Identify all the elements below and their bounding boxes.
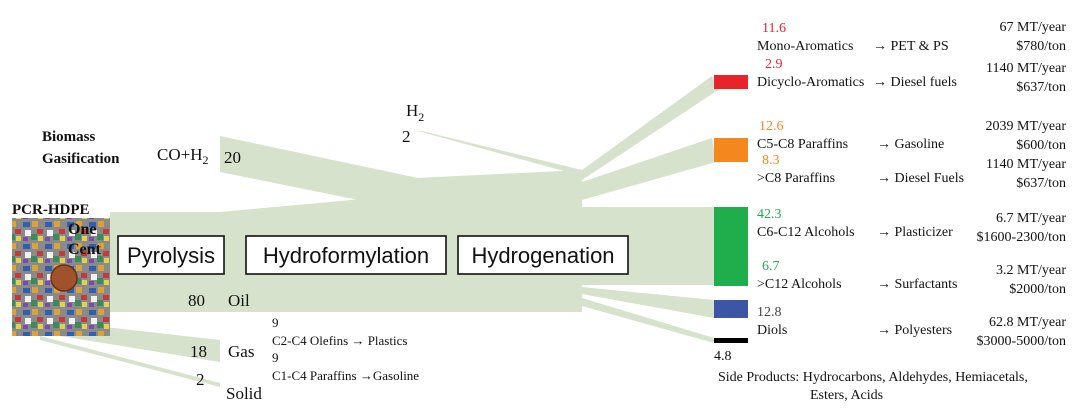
product-dicyclo-aromatics-name: Dicyclo-Aromatics — [757, 75, 864, 90]
product-c12-alcohols-value: 6.7 — [762, 259, 780, 274]
product-dicyclo-aromatics-market: 1140 MT/year — [986, 61, 1066, 76]
product-c12-alcohols-use: → Surfactants — [877, 277, 957, 292]
gas-paraffins-value: 9 — [272, 350, 279, 365]
coin-label-line1: One — [68, 221, 96, 238]
product-c6-c12-alcohols-value: 42.3 — [757, 207, 782, 222]
flow-syngas — [220, 136, 418, 212]
gas-label: Gas — [228, 342, 254, 361]
product-c5-c8-paraffins-market: 2039 MT/year — [986, 119, 1067, 134]
product-diols-use: → Polyesters — [877, 323, 952, 338]
gas-olefins-text: C2-C4 Olefins → Plastics — [272, 333, 407, 348]
bar-paraffins — [714, 138, 748, 162]
flow-to-aromatics — [582, 76, 718, 180]
process-hydroformylation: Hydroformylation — [245, 235, 447, 275]
flow-to-side-products — [582, 298, 714, 343]
process-pyrolysis: Pyrolysis — [117, 235, 225, 275]
flow-hydrogen — [418, 131, 582, 176]
bar-diols — [714, 300, 748, 318]
product-c6-c12-alcohols-market: 6.7 MT/year — [996, 211, 1066, 226]
product-bars — [714, 75, 748, 343]
one-cent-coin-icon — [50, 264, 78, 292]
oil-label: Oil — [228, 291, 250, 310]
process-hydroformylation-label: Hydroformylation — [263, 243, 429, 268]
process-hydrogenation: Hydrogenation — [457, 235, 629, 275]
product-mono-aromatics-use: → PET & PS — [873, 39, 949, 54]
gas-value: 18 — [190, 342, 207, 361]
flow-to-paraffins — [582, 138, 716, 200]
product-mono-aromatics-market: 67 MT/year — [1000, 20, 1067, 35]
hydrogen-label: H2 — [406, 101, 424, 124]
product-diols-market: 62.8 MT/year — [989, 315, 1066, 330]
biomass-label-line1: Biomass — [42, 129, 96, 145]
gas-paraffins-text: C1-C4 Paraffins →Gasoline — [272, 368, 419, 383]
product-c8-paraffins-price: $637/ton — [1016, 176, 1066, 191]
product-c6-c12-alcohols-price: $1600-2300/ton — [977, 230, 1066, 245]
product-c12-alcohols-name: >C12 Alcohols — [757, 277, 842, 292]
product-c5-c8-paraffins-use: → Gasoline — [877, 137, 944, 152]
product-c12-alcohols-market: 3.2 MT/year — [996, 263, 1066, 278]
bar-aromatics — [714, 75, 748, 89]
product-c8-paraffins-name: >C8 Paraffins — [757, 171, 835, 186]
product-c12-alcohols-price: $2000/ton — [1009, 282, 1066, 297]
flow-to-diols — [582, 287, 714, 318]
product-diols-price: $3000-5000/ton — [977, 334, 1066, 349]
product-c8-paraffins-value: 8.3 — [762, 153, 780, 168]
product-c5-c8-paraffins-price: $600/ton — [1016, 138, 1066, 153]
process-pyrolysis-label: Pyrolysis — [127, 243, 215, 268]
coin-label-line2: Cent — [68, 241, 102, 258]
product-diols-value: 12.8 — [757, 305, 782, 320]
product-c5-c8-paraffins-name: C5-C8 Paraffins — [757, 137, 848, 152]
side-products-line1: Side Products: Hydrocarbons, Aldehydes, … — [718, 370, 1028, 385]
product-c6-c12-alcohols-use: → Plasticizer — [877, 225, 953, 240]
bar-alcohols — [714, 207, 748, 286]
product-dicyclo-aromatics-price: $637/ton — [1016, 80, 1066, 95]
product-dicyclo-aromatics-use: → Diesel fuels — [873, 75, 957, 90]
product-mono-aromatics-price: $780/ton — [1016, 39, 1066, 54]
feedstock-label: PCR-HDPE — [12, 202, 90, 218]
syngas-value: 20 — [224, 148, 241, 167]
process-hydrogenation-label: Hydrogenation — [471, 243, 614, 268]
product-c5-c8-paraffins-value: 12.6 — [759, 119, 784, 134]
side-products-value: 4.8 — [714, 349, 732, 364]
product-c8-paraffins-use: → Diesel Fuels — [877, 171, 964, 186]
product-mono-aromatics-value: 11.6 — [762, 21, 786, 36]
syngas-stream-label: CO+H2 — [157, 145, 208, 167]
bar-side-products — [714, 338, 748, 343]
product-dicyclo-aromatics-value: 2.9 — [765, 57, 783, 72]
pcr-hdpe-photo — [12, 218, 110, 336]
oil-value: 80 — [188, 291, 205, 310]
flow-solid — [40, 336, 220, 387]
product-c8-paraffins-market: 1140 MT/year — [986, 157, 1066, 172]
gas-olefins-value: 9 — [272, 315, 279, 330]
solid-value: 2 — [196, 370, 205, 389]
side-products-line2: Esters, Acids — [810, 388, 883, 403]
product-c6-c12-alcohols-name: C6-C12 Alcohols — [757, 225, 855, 240]
solid-label: Solid — [226, 384, 262, 403]
product-mono-aromatics-name: Mono-Aromatics — [757, 39, 853, 54]
product-diols-name: Diols — [757, 323, 787, 338]
biomass-label-line2: Gasification — [42, 151, 120, 167]
hydrogen-value: 2 — [402, 127, 411, 146]
